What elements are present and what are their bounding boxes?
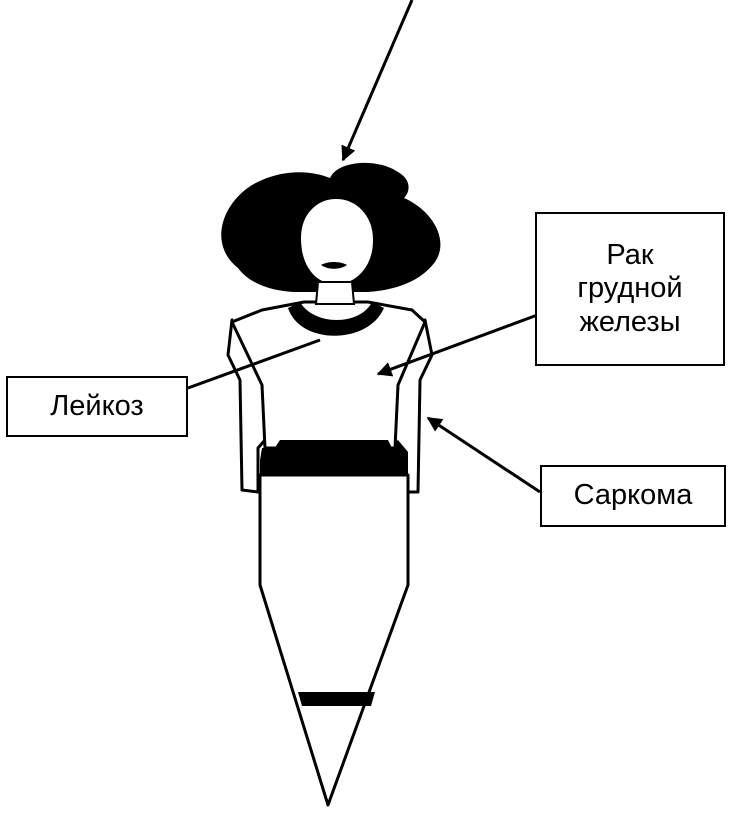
top-arrow [341,0,414,162]
hem-stripe [298,692,375,706]
face [298,196,376,287]
sarcoma-arrow [426,416,541,494]
leukosis-label: Лейкоз [6,376,188,437]
leukosis-arrow [187,338,321,390]
breast-cancer-label: Рак грудной железы [535,212,725,366]
leukosis-text: Лейкоз [50,389,144,422]
sarcoma-text: Саркома [573,479,693,512]
breast-cancer-arrow [376,312,541,377]
skirt [258,473,410,807]
mouth [321,262,347,269]
sarcoma-label: Саркома [540,465,726,527]
breast-cancer-line-2: грудной [577,272,683,305]
collar [288,302,384,336]
breast-cancer-line-1: Рак [606,238,654,271]
neck [314,281,356,305]
waist-belt-top [272,440,394,452]
breast-cancer-line-3: железы [579,305,681,338]
